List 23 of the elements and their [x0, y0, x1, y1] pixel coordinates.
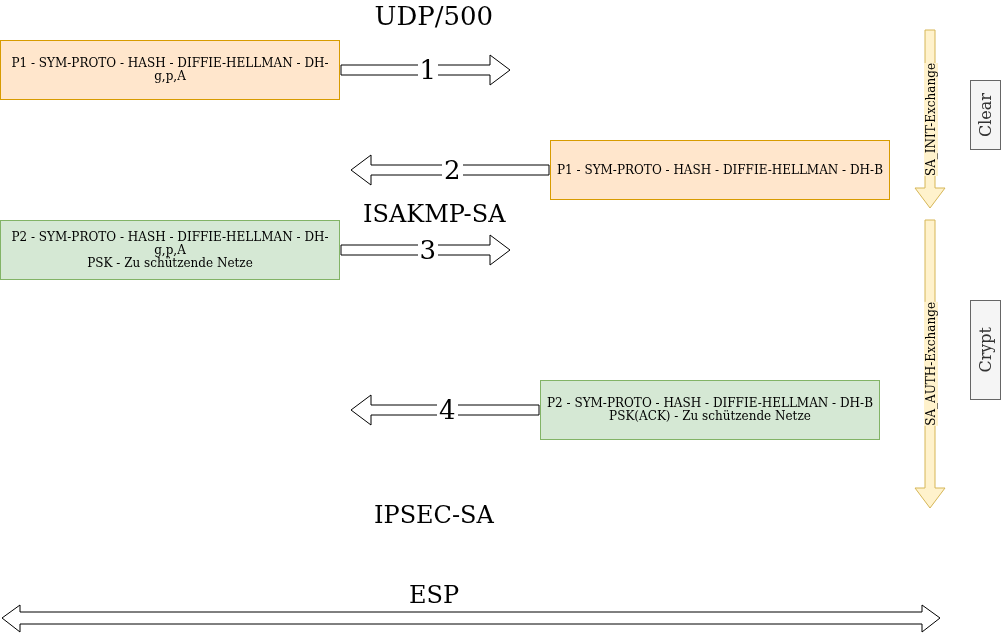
exchange-label: SA_AUTH-Exchange — [924, 302, 938, 426]
block-arrow — [350, 394, 540, 426]
message-box — [0, 220, 340, 280]
phase-box — [970, 80, 1001, 150]
section-heading: ISAKMP-SA — [363, 201, 506, 227]
message-text: P1 - SYM-PROTO - HASH - DIFFIE-HELLMAN - DH-g,p,A — [10, 57, 330, 83]
message-text: PSK - Zu schützende Netze — [87, 256, 253, 270]
message-box — [0, 40, 340, 100]
phase-box — [970, 300, 1001, 400]
block-arrow — [350, 154, 550, 186]
phase-label: Clear — [979, 93, 992, 137]
protocol-label: ESP — [409, 582, 460, 608]
message-box — [540, 380, 880, 440]
message-box — [550, 140, 890, 200]
section-heading: IPSEC-SA — [374, 502, 494, 528]
block-arrow — [340, 234, 511, 266]
block-arrow — [340, 54, 511, 86]
message-text: P2 - SYM-PROTO - HASH - DIFFIE-HELLMAN - DH-g,p,A — [10, 230, 330, 257]
message-text: P2 - SYM-PROTO - HASH - DIFFIE-HELLMAN - DH-B — [547, 397, 873, 410]
message-text: P1 - SYM-PROTO - HASH - DIFFIE-HELLMAN - DH-B — [557, 163, 883, 177]
message-text: PSK(ACK) - Zu schützende Netze — [609, 410, 811, 423]
exchange-label: SA_INIT-Exchange — [924, 62, 938, 176]
section-heading: UDP/500 — [374, 2, 494, 30]
